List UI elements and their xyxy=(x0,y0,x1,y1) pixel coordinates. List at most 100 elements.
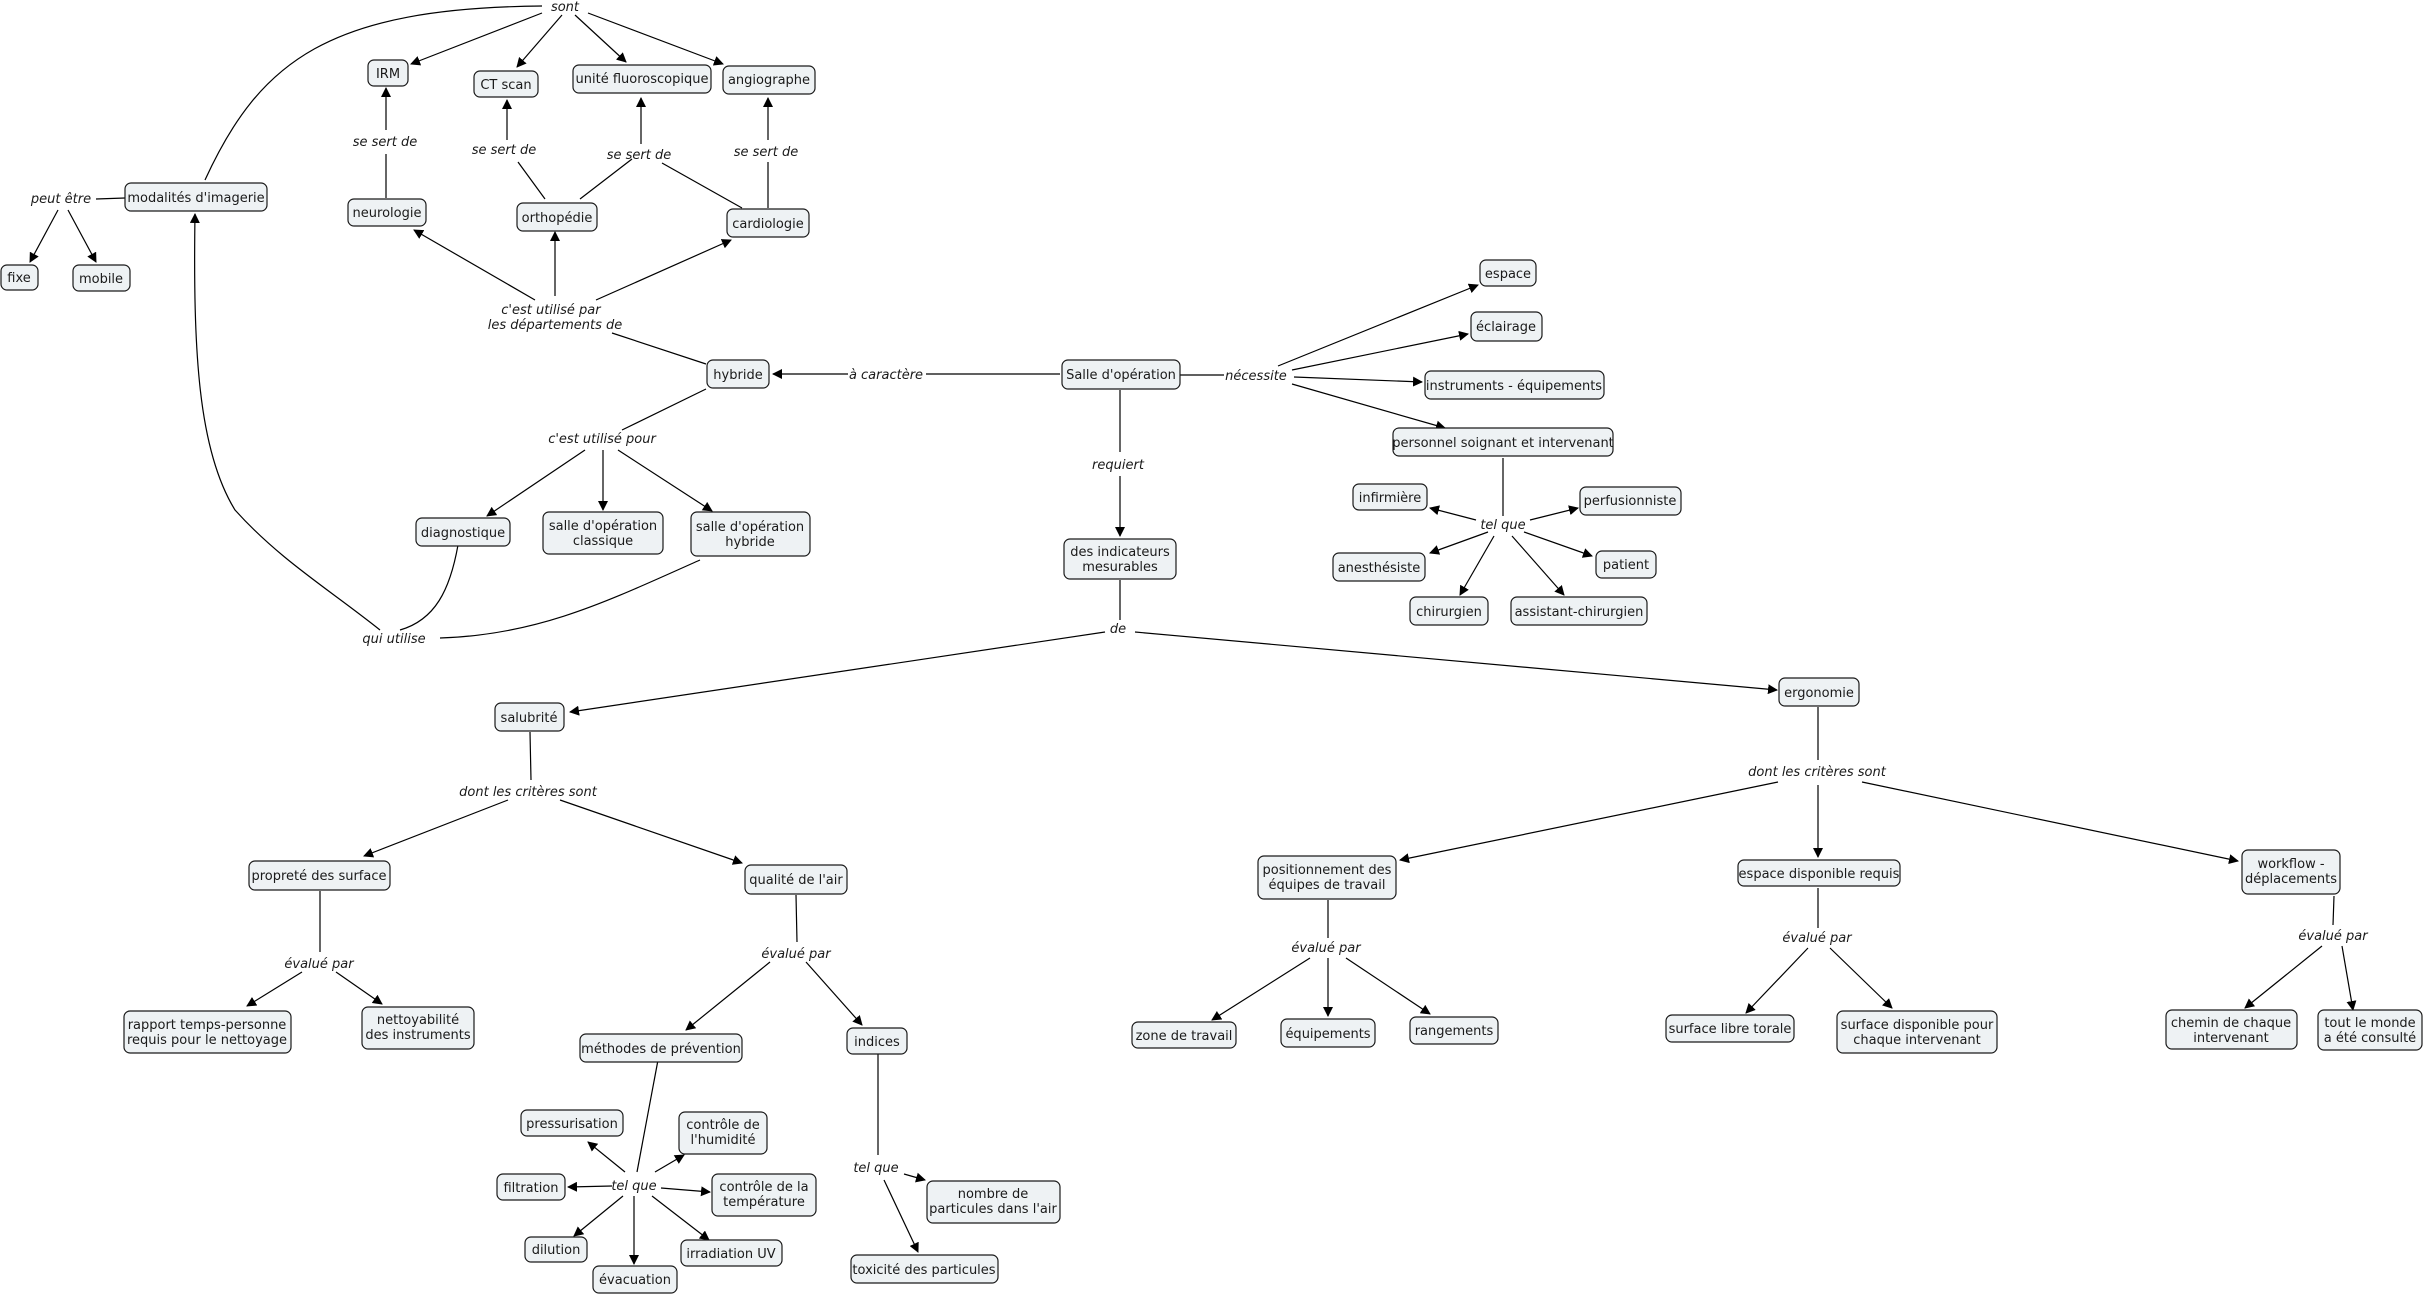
edge xyxy=(67,209,97,263)
edge xyxy=(486,449,586,517)
concept-proprete-surface[interactable]: propreté des surface xyxy=(248,860,391,891)
edge xyxy=(517,161,546,200)
svg-text:dilution: dilution xyxy=(532,1243,581,1258)
edge xyxy=(617,449,713,512)
concept-ct-scan[interactable]: CT scan xyxy=(473,70,539,98)
edge xyxy=(529,731,532,781)
concept-ergonomie[interactable]: ergonomie xyxy=(1778,677,1860,707)
svg-text:cardiologie: cardiologie xyxy=(732,217,803,232)
concept-zone-travail[interactable]: zone de travail xyxy=(1131,1021,1237,1049)
svg-text:chirurgien: chirurgien xyxy=(1416,605,1482,620)
concept-cardiologie[interactable]: cardiologie xyxy=(726,208,810,238)
svg-text:qualité de l'air: qualité de l'air xyxy=(749,873,843,888)
svg-text:hybride: hybride xyxy=(713,368,762,383)
concept-salubrite[interactable]: salubrité xyxy=(494,702,565,732)
concept-workflow-deplacements[interactable]: workflow -déplacements xyxy=(2241,849,2341,895)
concept-mobile[interactable]: mobile xyxy=(72,264,131,292)
svg-text:perfusionniste: perfusionniste xyxy=(1584,494,1677,509)
connections xyxy=(29,5,2357,1265)
svg-text:rangements: rangements xyxy=(1415,1024,1494,1039)
concept-irm[interactable]: IRM xyxy=(367,59,409,87)
concept-perfusionniste[interactable]: perfusionniste xyxy=(1579,486,1682,516)
concept-unite-fluoroscopique[interactable]: unité fluoroscopique xyxy=(572,64,712,94)
link-label-criteres: dont les critères sont xyxy=(459,785,598,800)
concept-fixe[interactable]: fixe xyxy=(0,264,39,291)
svg-text:patient: patient xyxy=(1603,558,1649,573)
concept-methodes-prevention[interactable]: méthodes de prévention xyxy=(579,1033,743,1063)
concept-surface-libre-torale[interactable]: surface libre torale xyxy=(1665,1014,1795,1043)
concept-espace[interactable]: espace xyxy=(1479,259,1537,287)
link-label-evalue-par: évalué par xyxy=(761,947,832,962)
concept-patient[interactable]: patient xyxy=(1595,550,1657,579)
concept-rangements[interactable]: rangements xyxy=(1409,1016,1499,1045)
concept-modalites-imagerie[interactable]: modalités d'imagerie xyxy=(124,182,268,212)
link-label-criteres: dont les critères sont xyxy=(1748,765,1887,780)
link-label-evalue-par: évalué par xyxy=(284,957,355,972)
edge xyxy=(95,197,126,200)
concept-salle-operation[interactable]: Salle d'opération xyxy=(1061,359,1181,390)
edge xyxy=(579,158,633,200)
edge xyxy=(1293,376,1423,387)
concept-neurologie[interactable]: neurologie xyxy=(347,198,427,227)
concept-dilution[interactable]: dilution xyxy=(524,1236,588,1263)
concept-orthopedie[interactable]: orthopédie xyxy=(516,202,598,232)
svg-text:surface libre torale: surface libre torale xyxy=(1669,1022,1792,1037)
concept-diagnostique[interactable]: diagnostique xyxy=(415,517,511,547)
edge xyxy=(587,12,724,66)
concept-instruments-equipements[interactable]: instruments - équipements xyxy=(1424,370,1605,400)
concept-evacuation[interactable]: évacuation xyxy=(592,1265,678,1294)
concept-eclairage[interactable]: éclairage xyxy=(1470,311,1543,342)
concept-infirmiere[interactable]: infirmière xyxy=(1352,483,1428,511)
svg-text:diagnostique: diagnostique xyxy=(421,526,505,541)
concept-espace-disponible-requis[interactable]: espace disponible requis xyxy=(1737,859,1901,887)
edge xyxy=(611,332,707,365)
edge xyxy=(1211,957,1311,1021)
concept-anesthesiste[interactable]: anesthésiste xyxy=(1332,552,1426,582)
concept-pressurisation[interactable]: pressurisation xyxy=(520,1109,624,1137)
concept-toxicite-particules[interactable]: toxicité des particules xyxy=(850,1254,999,1284)
link-label-de: de xyxy=(1110,622,1126,637)
concept-personnel[interactable]: personnel soignant et intervenant xyxy=(1392,427,1614,457)
concept-irradiation-uv[interactable]: irradiation UV xyxy=(680,1239,783,1267)
edge xyxy=(587,1141,626,1173)
svg-text:IRM: IRM xyxy=(376,67,400,82)
edge xyxy=(439,559,701,639)
concept-filtration[interactable]: filtration xyxy=(496,1173,566,1201)
edge xyxy=(1399,781,1779,864)
edge xyxy=(1511,535,1565,596)
concept-chirurgien[interactable]: chirurgien xyxy=(1409,596,1489,626)
edge xyxy=(413,229,536,301)
svg-text:personnel soignant et interven: personnel soignant et intervenant xyxy=(1392,436,1614,451)
svg-text:irradiation UV: irradiation UV xyxy=(686,1247,775,1262)
svg-text:fixe: fixe xyxy=(7,271,30,286)
svg-text:neurologie: neurologie xyxy=(353,206,422,221)
edge xyxy=(335,971,383,1005)
concept-assistant-chirurgien[interactable]: assistant-chirurgien xyxy=(1510,596,1648,626)
edge xyxy=(621,388,707,431)
edge xyxy=(651,1195,710,1241)
concept-hybride[interactable]: hybride xyxy=(706,359,770,389)
svg-text:modalités d'imagerie: modalités d'imagerie xyxy=(127,191,264,206)
edge xyxy=(595,239,732,301)
concept-equipements[interactable]: équipements xyxy=(1280,1018,1376,1048)
edge xyxy=(29,209,59,263)
edge xyxy=(363,799,509,858)
svg-text:angiographe: angiographe xyxy=(728,73,810,88)
concept-qualite-air[interactable]: qualité de l'air xyxy=(744,864,848,895)
concept-indices[interactable]: indices xyxy=(846,1027,908,1055)
concept-angiographe[interactable]: angiographe xyxy=(722,65,816,95)
